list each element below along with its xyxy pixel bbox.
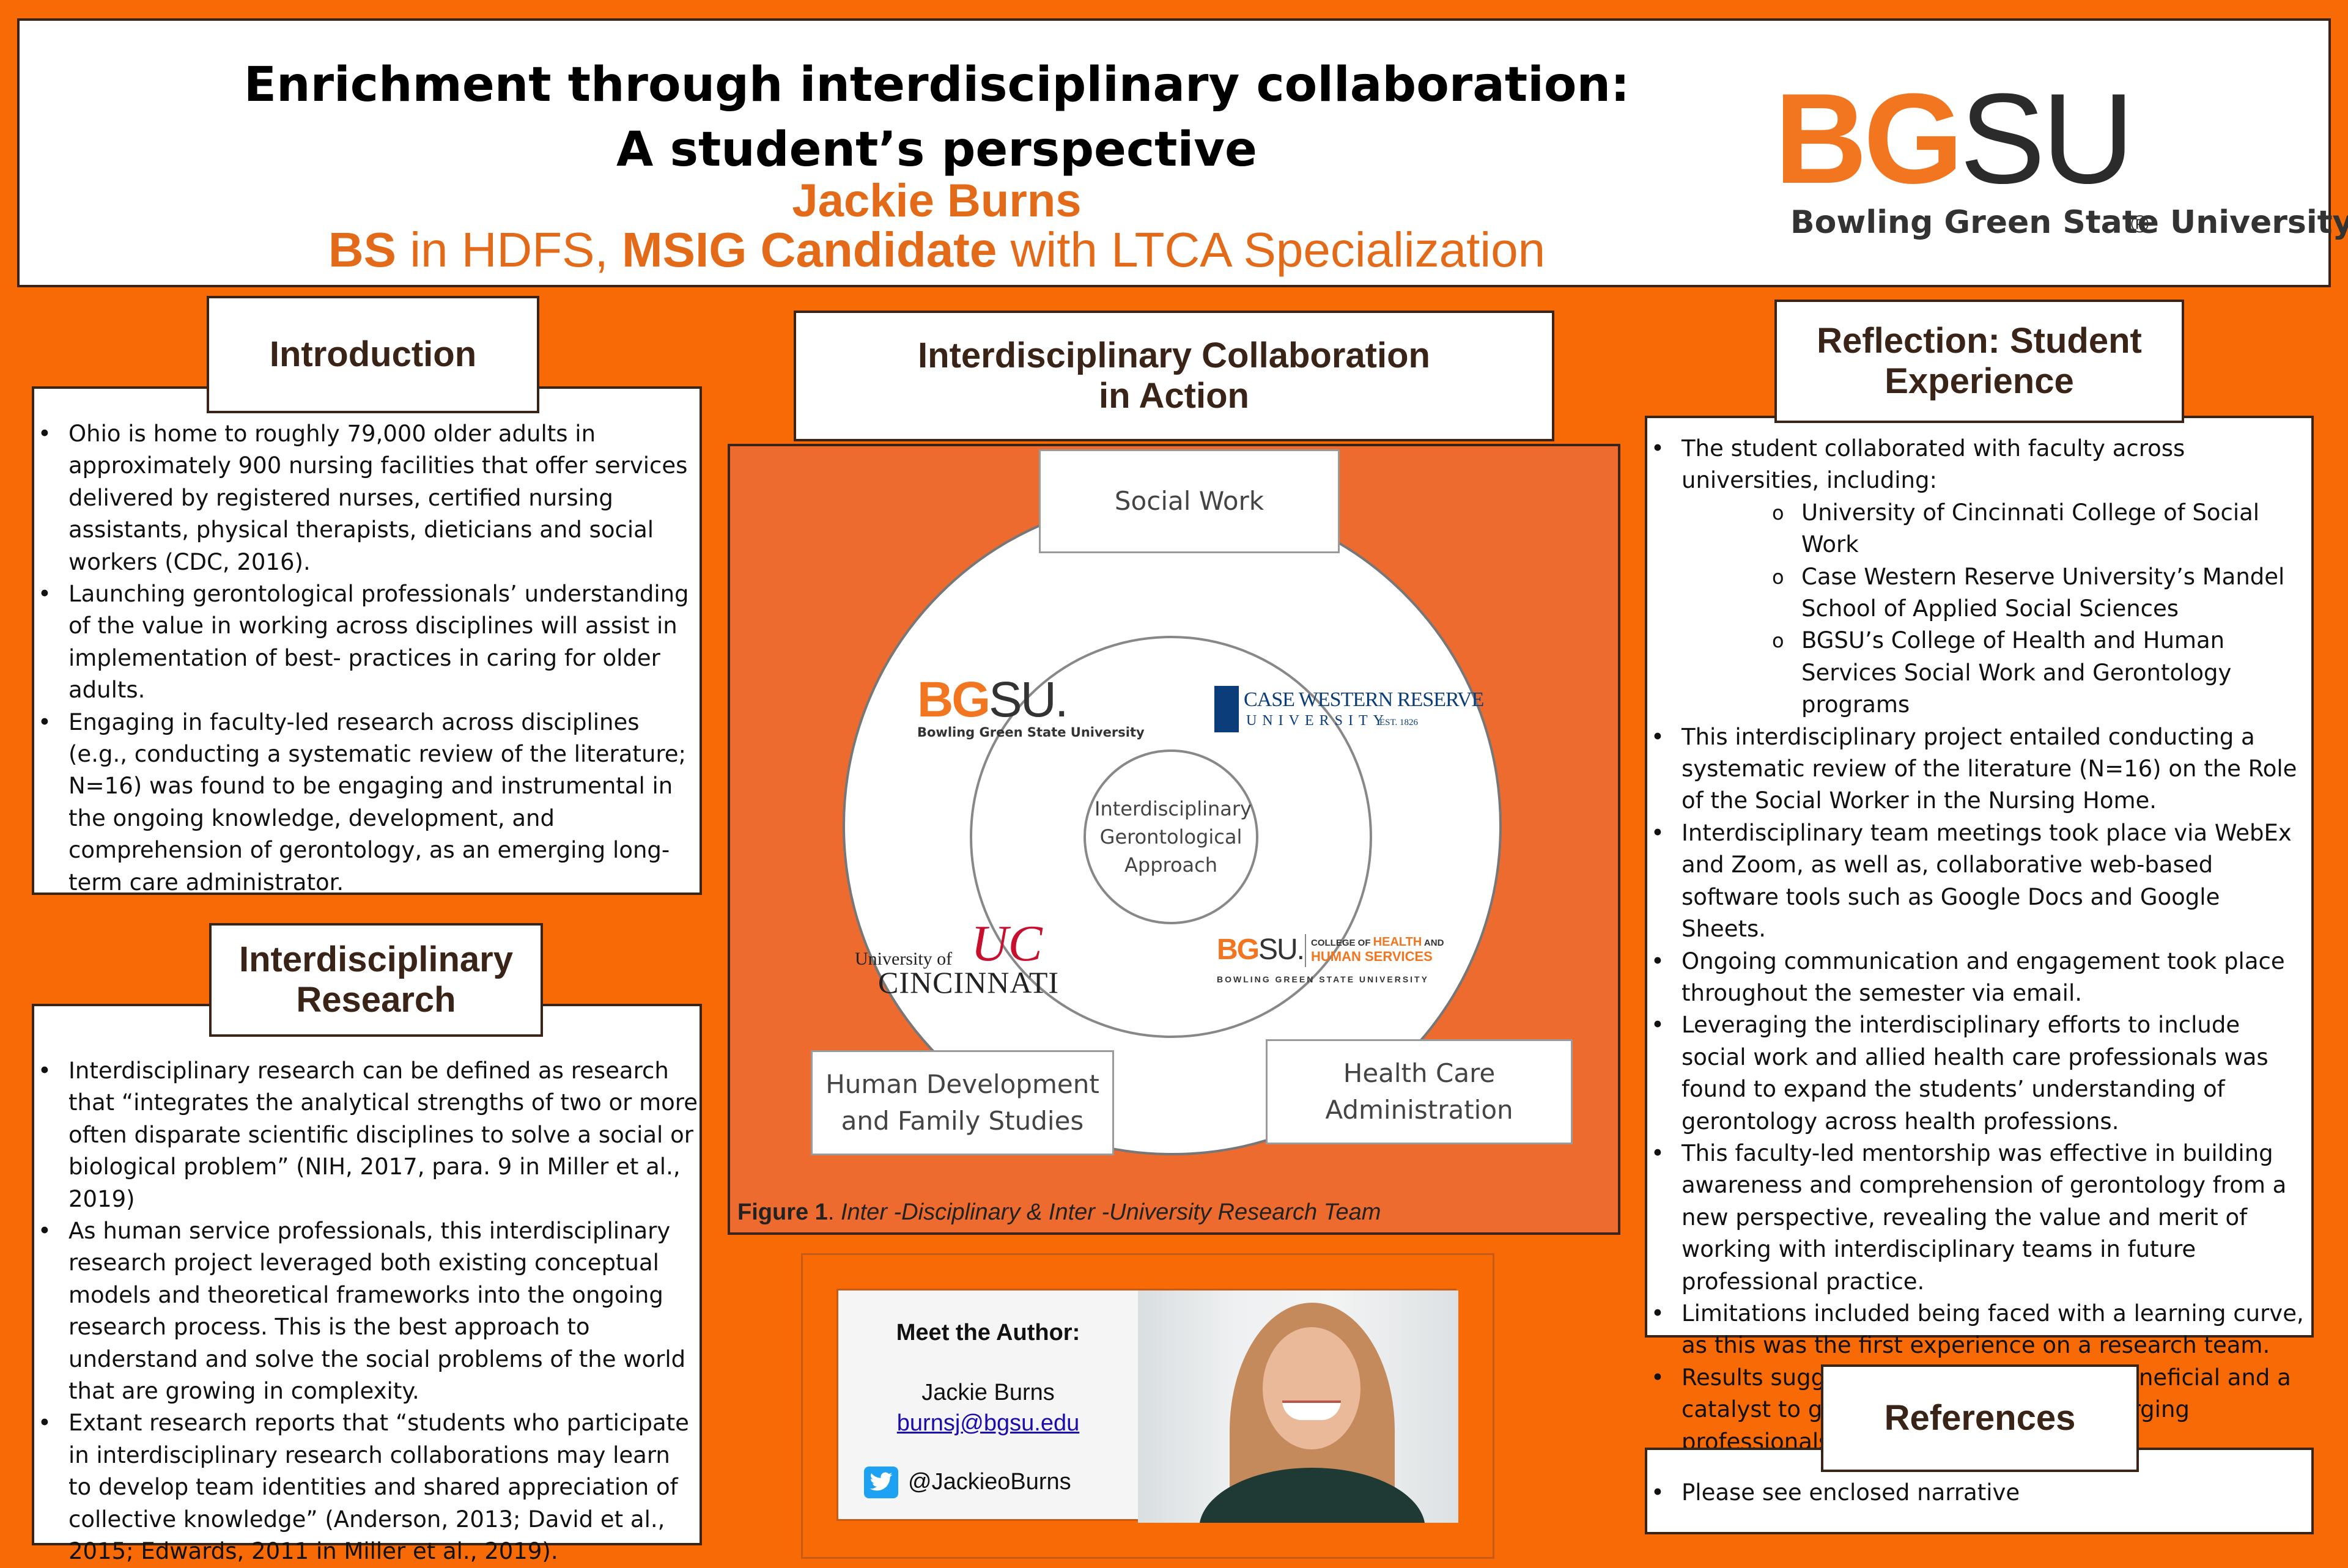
author-degrees: BS in HDFS, MSIG Candidate with LTCA Spe… xyxy=(20,223,1854,278)
reflection-heading: Reflection: Student Experience xyxy=(1774,300,2184,423)
author-card-name: Jackie Burns xyxy=(921,1380,1055,1405)
degree-mid: in HDFS, xyxy=(396,223,622,277)
label-social-work: Social Work xyxy=(1039,449,1340,553)
reflection-panel: The student collaborated with faculty ac… xyxy=(1645,416,2314,1455)
introduction-heading: Introduction xyxy=(207,296,539,413)
label-health-care-administration: Health Care Administration xyxy=(1266,1039,1573,1144)
poster-title-line2: A student’s perspective xyxy=(616,122,1257,177)
reflection-heading-text: Reflection: Student Experience xyxy=(1817,321,2142,401)
bgsu-logo: BGSU® xyxy=(1774,67,2149,238)
collaboration-heading-line2: in Action xyxy=(1099,376,1249,416)
list-item: As human service professionals, this int… xyxy=(38,1215,698,1407)
references-heading: References xyxy=(1821,1364,2139,1472)
chhs-logo: BGSU. COLLEGE OF HEALTH AND HUMAN SERVIC… xyxy=(1217,933,1444,984)
twitter-bird-icon[interactable] xyxy=(864,1467,898,1498)
introduction-panel: Ohio is home to roughly 79,000 older adu… xyxy=(32,386,702,896)
list-item: Ongoing communication and engagement too… xyxy=(1651,946,2311,1010)
poster-header: Enrichment through interdisciplinary col… xyxy=(17,18,2348,287)
collaboration-figure: Interdisciplinary Gerontological Approac… xyxy=(728,444,1620,1235)
degree-msig: MSIG Candidate xyxy=(621,223,997,277)
list-item: Launching gerontological professionals’ … xyxy=(38,578,698,707)
author-email-link[interactable]: burnsj@bgsu.edu xyxy=(896,1410,1080,1436)
bgsu-logo-university: Bowling Green State University xyxy=(1790,204,2348,241)
list-item: Please see enclosed narrative xyxy=(1651,1477,2311,1509)
list-item: BGSU’s College of Health and Human Servi… xyxy=(1651,625,2311,721)
author-card: Meet the Author: Jackie Burns burnsj@bgs… xyxy=(836,1289,1458,1523)
list-item: University of Cincinnati College of Soci… xyxy=(1651,497,2311,561)
list-item: The student collaborated with faculty ac… xyxy=(1651,433,2311,497)
uc-logo: UC University of CINCINNATI xyxy=(855,915,1060,1000)
introduction-list: Ohio is home to roughly 79,000 older adu… xyxy=(38,418,698,899)
reflection-list: The student collaborated with faculty ac… xyxy=(1651,433,2311,1458)
bgsu-logo-small: BGSU. Bowling Green State University xyxy=(917,672,1145,740)
list-item: Extant research reports that “students w… xyxy=(38,1407,698,1567)
list-item: Ohio is home to roughly 79,000 older adu… xyxy=(38,418,698,578)
list-item: Case Western Reserve University’s Mandel… xyxy=(1651,561,2311,625)
cwru-shield-icon xyxy=(1214,686,1239,732)
research-heading: Interdisciplinary Research xyxy=(209,923,543,1037)
collaboration-heading-line1: Interdisciplinary Collaboration xyxy=(918,336,1430,375)
author-card-heading: Meet the Author: xyxy=(896,1320,1080,1345)
list-item: Leveraging the interdisciplinary efforts… xyxy=(1651,1009,2311,1138)
center-circle: Interdisciplinary Gerontological Approac… xyxy=(1084,749,1258,924)
research-list: Interdisciplinary research can be define… xyxy=(38,1055,698,1568)
figure-caption: Figure 1. Inter -Disciplinary & Inter -U… xyxy=(737,1199,1381,1225)
center-label: Interdisciplinary Gerontological Approac… xyxy=(1095,797,1252,877)
degree-bs: BS xyxy=(328,223,397,277)
uc-mark-icon: UC xyxy=(971,915,1043,972)
poster-title-line1: Enrichment through interdisciplinary col… xyxy=(243,57,1630,112)
list-item: Interdisciplinary research can be define… xyxy=(38,1055,698,1215)
author-name: Jackie Burns xyxy=(792,175,1082,227)
list-item: Limitations included being faced with a … xyxy=(1651,1298,2311,1362)
research-heading-text: Interdisciplinary Research xyxy=(238,940,514,1020)
list-item: Engaging in faculty-led research across … xyxy=(38,707,698,899)
research-panel: Interdisciplinary research can be define… xyxy=(32,1004,702,1564)
references-list: Please see enclosed narrative xyxy=(1651,1477,2311,1509)
list-item: This faculty-led mentorship was effectiv… xyxy=(1651,1138,2311,1298)
list-item: This interdisciplinary project entailed … xyxy=(1651,721,2311,817)
author-twitter-handle[interactable]: @JackieoBurns xyxy=(908,1469,1071,1495)
degree-end: with LTCA Specialization xyxy=(997,223,1546,277)
list-item: Interdisciplinary team meetings took pla… xyxy=(1651,817,2311,946)
label-hdfs: Human Development and Family Studies xyxy=(811,1050,1114,1155)
author-photo xyxy=(1138,1290,1458,1523)
middle-circle xyxy=(970,636,1372,1038)
